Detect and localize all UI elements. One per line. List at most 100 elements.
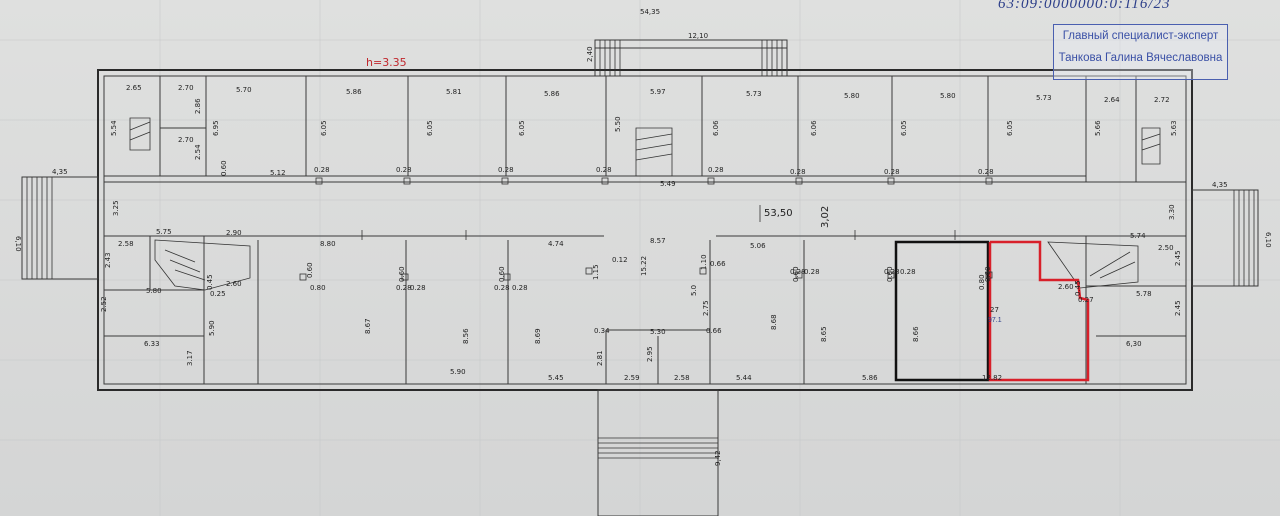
dim-label: 5.0 — [690, 285, 698, 296]
top-entrance-depth: 2,40 — [586, 46, 594, 62]
dim-label: 6.05 — [518, 120, 526, 136]
dim-label: 0.28 — [494, 284, 510, 292]
dim-label: 0.28 — [804, 268, 820, 276]
dim-label: 0.28 — [596, 166, 612, 174]
dim-label: 0.25 — [210, 290, 226, 298]
dim-label: 5.86 — [346, 88, 362, 96]
top-row-partitions — [104, 76, 1186, 183]
cadastral-number: 63:09:0000000:0:116/23 — [998, 0, 1171, 12]
dim-label: 0.28 — [314, 166, 330, 174]
right-porch-width: 4,35 — [1212, 181, 1228, 189]
dim-label: 6.95 — [212, 120, 220, 136]
left-porch-depth: 6,10 — [14, 236, 22, 252]
dim-label: 0.12 — [612, 256, 628, 264]
dim-label: 2.43 — [104, 252, 112, 268]
corridor-length: 53,50 — [764, 208, 793, 219]
dim-label: 3.17 — [186, 350, 194, 366]
dim-label: 2.59 — [624, 374, 640, 382]
dim-label: 2.90 — [226, 229, 242, 237]
dim-label: 5.80 — [146, 287, 162, 295]
dim-label: 0.60 — [886, 266, 894, 282]
dim-label: 5.97 — [650, 88, 666, 96]
dim-label: 0.80 — [978, 274, 986, 290]
inspector-stamp: Главный специалист-эксперт Танкова Галин… — [1053, 24, 1228, 80]
dim-label: 0.28 — [790, 168, 806, 176]
corridor-columns — [361, 205, 956, 240]
dim-label: 0.45 — [206, 274, 214, 290]
dim-label: 0.27 — [1078, 296, 1094, 304]
dim-label: 6.06 — [810, 120, 818, 136]
dim-label: 6.06 — [712, 120, 720, 136]
dim-label: 3.25 — [112, 200, 120, 216]
dim-label: 5.78 — [1136, 290, 1152, 298]
dim-label: 6.05 — [900, 120, 908, 136]
dim-label: 5.73 — [1036, 94, 1052, 102]
bottom-entrance-depth: 9,42 — [714, 450, 722, 466]
dim-label: 8.65 — [820, 326, 828, 342]
ceiling-height: h=3.35 — [366, 56, 407, 69]
dim-label: 2.86 — [194, 98, 202, 114]
overall-length: 54,35 — [640, 8, 660, 16]
dim-label: 8.67 — [364, 318, 372, 334]
dim-label: 5.70 — [236, 86, 252, 94]
dim-label: 6.05 — [320, 120, 328, 136]
dim-label: 0.34 — [594, 327, 610, 335]
dim-label: 0.28 — [396, 166, 412, 174]
dim-label: 8.66 — [912, 326, 920, 342]
dim-label: 5.63 — [1170, 120, 1178, 136]
dim-label: 15.22 — [640, 256, 648, 276]
dim-label: 2.81 — [596, 350, 604, 366]
dim-label: 0.80 — [310, 284, 326, 292]
dim-label: 5.49 — [660, 180, 676, 188]
top-entrance — [594, 39, 788, 77]
outer-walls — [97, 69, 1193, 391]
dim-label: 5.90 — [450, 368, 466, 376]
adjacent-room-outline — [894, 240, 990, 382]
stamp-title: Главный специалист-эксперт — [1062, 30, 1219, 42]
dim-label: 0.66 — [706, 327, 722, 335]
dim-label: 12.82 — [982, 374, 1002, 382]
dim-label: 2.65 — [126, 84, 142, 92]
dim-label: 8.69 — [534, 328, 542, 344]
dim-label: 2.54 — [194, 144, 202, 160]
dim-label: 5.06 — [750, 242, 766, 250]
dim-label: 4.74 — [548, 240, 564, 248]
dim-label: 6,30 — [1126, 340, 1142, 348]
dim-label: 5.81 — [446, 88, 462, 96]
stairwells — [129, 117, 1161, 291]
dim-label: 0.28 — [708, 166, 724, 174]
dim-label: 0.28 — [884, 168, 900, 176]
right-porch-depth: 6,10 — [1264, 232, 1272, 248]
dim-label: 0.28 — [978, 168, 994, 176]
dim-label: 5.86 — [544, 90, 560, 98]
dim-label: 8.56 — [462, 328, 470, 344]
dim-label: 5.44 — [736, 374, 752, 382]
dim-label: 1.15 — [592, 264, 600, 280]
dim-label: 0.28 — [396, 284, 412, 292]
dim-label: 2.95 — [646, 346, 654, 362]
room-area: 97.1 — [988, 317, 1002, 324]
dim-label: 0.60 — [220, 160, 228, 176]
dim-label: 2.72 — [1154, 96, 1170, 104]
dim-label: 2.45 — [1174, 250, 1182, 266]
dim-label: 0.60 — [984, 266, 992, 282]
stamp-name: Танкова Галина Вячеславовна — [1058, 52, 1223, 64]
room-number: 27 — [990, 306, 999, 314]
dim-label: 5.30 — [650, 328, 666, 336]
dim-label: 2.64 — [1104, 96, 1120, 104]
dim-label: 0.60 — [306, 262, 314, 278]
dim-label: 0.28 — [512, 284, 528, 292]
dim-label: 5.54 — [110, 120, 118, 136]
dim-label: 2.70 — [178, 84, 194, 92]
dim-label: 5.80 — [844, 92, 860, 100]
dim-label: 0.28 — [498, 166, 514, 174]
dim-label: 0.66 — [710, 260, 726, 268]
dim-label: 6.05 — [1006, 120, 1014, 136]
dim-label: 2.58 — [674, 374, 690, 382]
dim-label: 2.58 — [118, 240, 134, 248]
dim-label: 0.45 — [1074, 280, 1082, 296]
dim-label: 2.60 — [226, 280, 242, 288]
left-porch — [21, 176, 99, 280]
